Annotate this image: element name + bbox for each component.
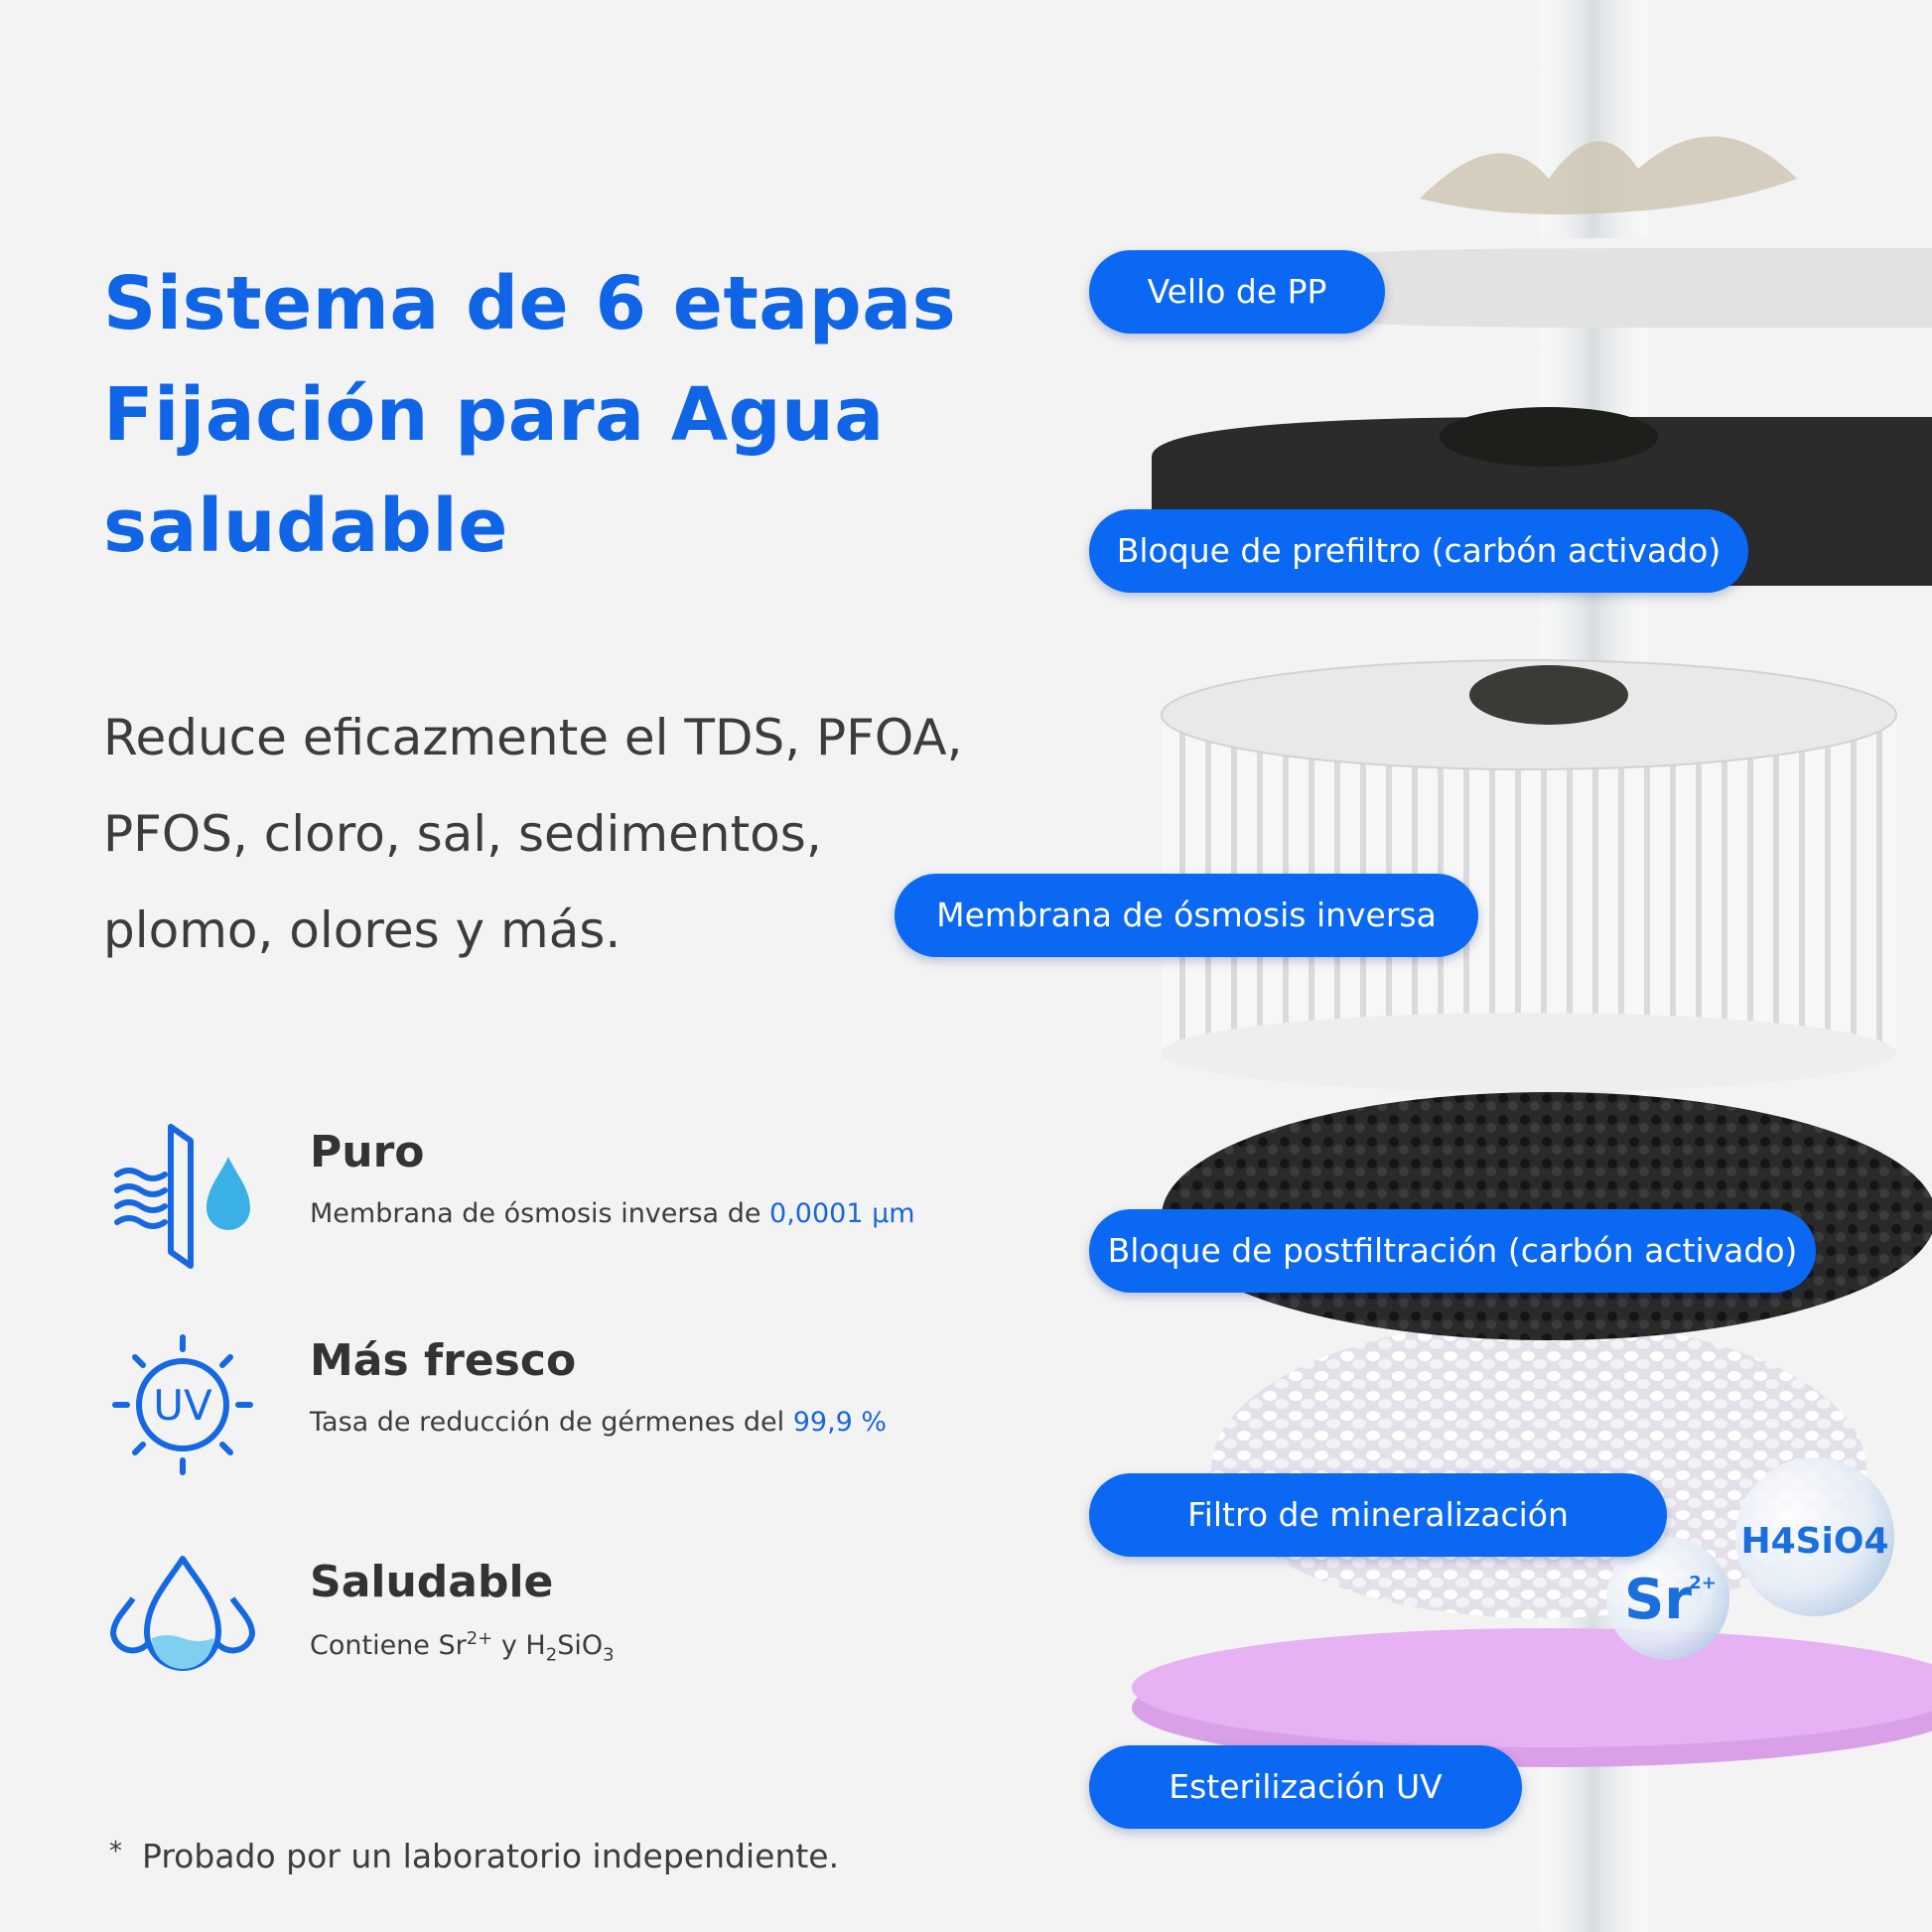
feature-name: Más fresco <box>310 1335 577 1386</box>
dirty-water-carbon <box>1440 407 1658 467</box>
description-line-1: Reduce eficazmente el TDS, PFOA, <box>103 709 963 766</box>
description-line-2: PFOS, cloro, sal, sedimentos, <box>103 805 822 863</box>
stage-pill-uv: Esterilización UV <box>1089 1745 1522 1829</box>
silicic-acid-label: H4SiO4 <box>1740 1521 1888 1562</box>
strontium-label: Sr <box>1624 1568 1692 1632</box>
description: Reduce eficazmente el TDS, PFOA, PFOS, c… <box>103 690 997 979</box>
membrane-drop-icon <box>114 1124 250 1269</box>
stage-pill-ro-membrane: Membrana de ósmosis inversa <box>895 874 1478 957</box>
feature-description: Membrana de ósmosis inversa de 0,0001 μm <box>310 1198 915 1229</box>
footnote: * Probado por un laboratorio independient… <box>109 1837 839 1875</box>
feature-description: Tasa de reducción de gérmenes del 99,9 % <box>310 1407 888 1438</box>
svg-text:UV: UV <box>153 1381 212 1430</box>
stage-pill-pp: Vello de PP <box>1089 250 1385 334</box>
feature-saludable: Saludable Contiene Sr2+ y H2SiO3 <box>103 1547 957 1706</box>
feature-name: Saludable <box>310 1557 554 1607</box>
uv-sun-icon: UV <box>112 1334 253 1475</box>
stage-pill-prefilter: Bloque de prefiltro (carbón activado) <box>1089 509 1748 593</box>
uv-disc <box>1132 1628 1932 1747</box>
title-line-1: Sistema de 6 etapas <box>103 261 957 346</box>
feature-highlight: 0,0001 μm <box>769 1198 915 1229</box>
water-splash <box>1420 136 1797 214</box>
description-line-3: plomo, olores y más. <box>103 901 621 959</box>
title-line-3: saludable <box>103 483 508 569</box>
feature-name: Puro <box>310 1127 425 1177</box>
stage-pill-postfilter: Bloque de postfiltración (carbón activad… <box>1089 1209 1816 1293</box>
strontium-bubble <box>1606 1537 1729 1660</box>
footnote-mark: * <box>109 1837 122 1866</box>
feature-puro: Puro Membrana de ósmosis inversa de 0,00… <box>103 1117 957 1276</box>
page-title: Sistema de 6 etapas Fijación para Agua s… <box>103 248 956 582</box>
feature-mas-fresco: UV Más fresco Tasa de reducción de gérme… <box>103 1325 957 1484</box>
footnote-text: Probado por un laboratorio independiente… <box>142 1837 840 1875</box>
pp-cotton-disc <box>1330 248 1932 328</box>
water-drops-icon <box>110 1556 255 1671</box>
feature-highlight: 99,9 % <box>792 1407 888 1438</box>
ro-membrane-bottom <box>1162 1013 1896 1092</box>
feature-description: Contiene Sr2+ y H2SiO3 <box>310 1628 615 1666</box>
strontium-charge: 2+ <box>1689 1573 1717 1593</box>
silicic-acid-bubble <box>1735 1457 1894 1616</box>
title-line-2: Fijación para Agua <box>103 372 885 458</box>
stage-pill-mineralization: Filtro de mineralización <box>1089 1473 1667 1557</box>
dirty-water-ro <box>1469 665 1628 725</box>
